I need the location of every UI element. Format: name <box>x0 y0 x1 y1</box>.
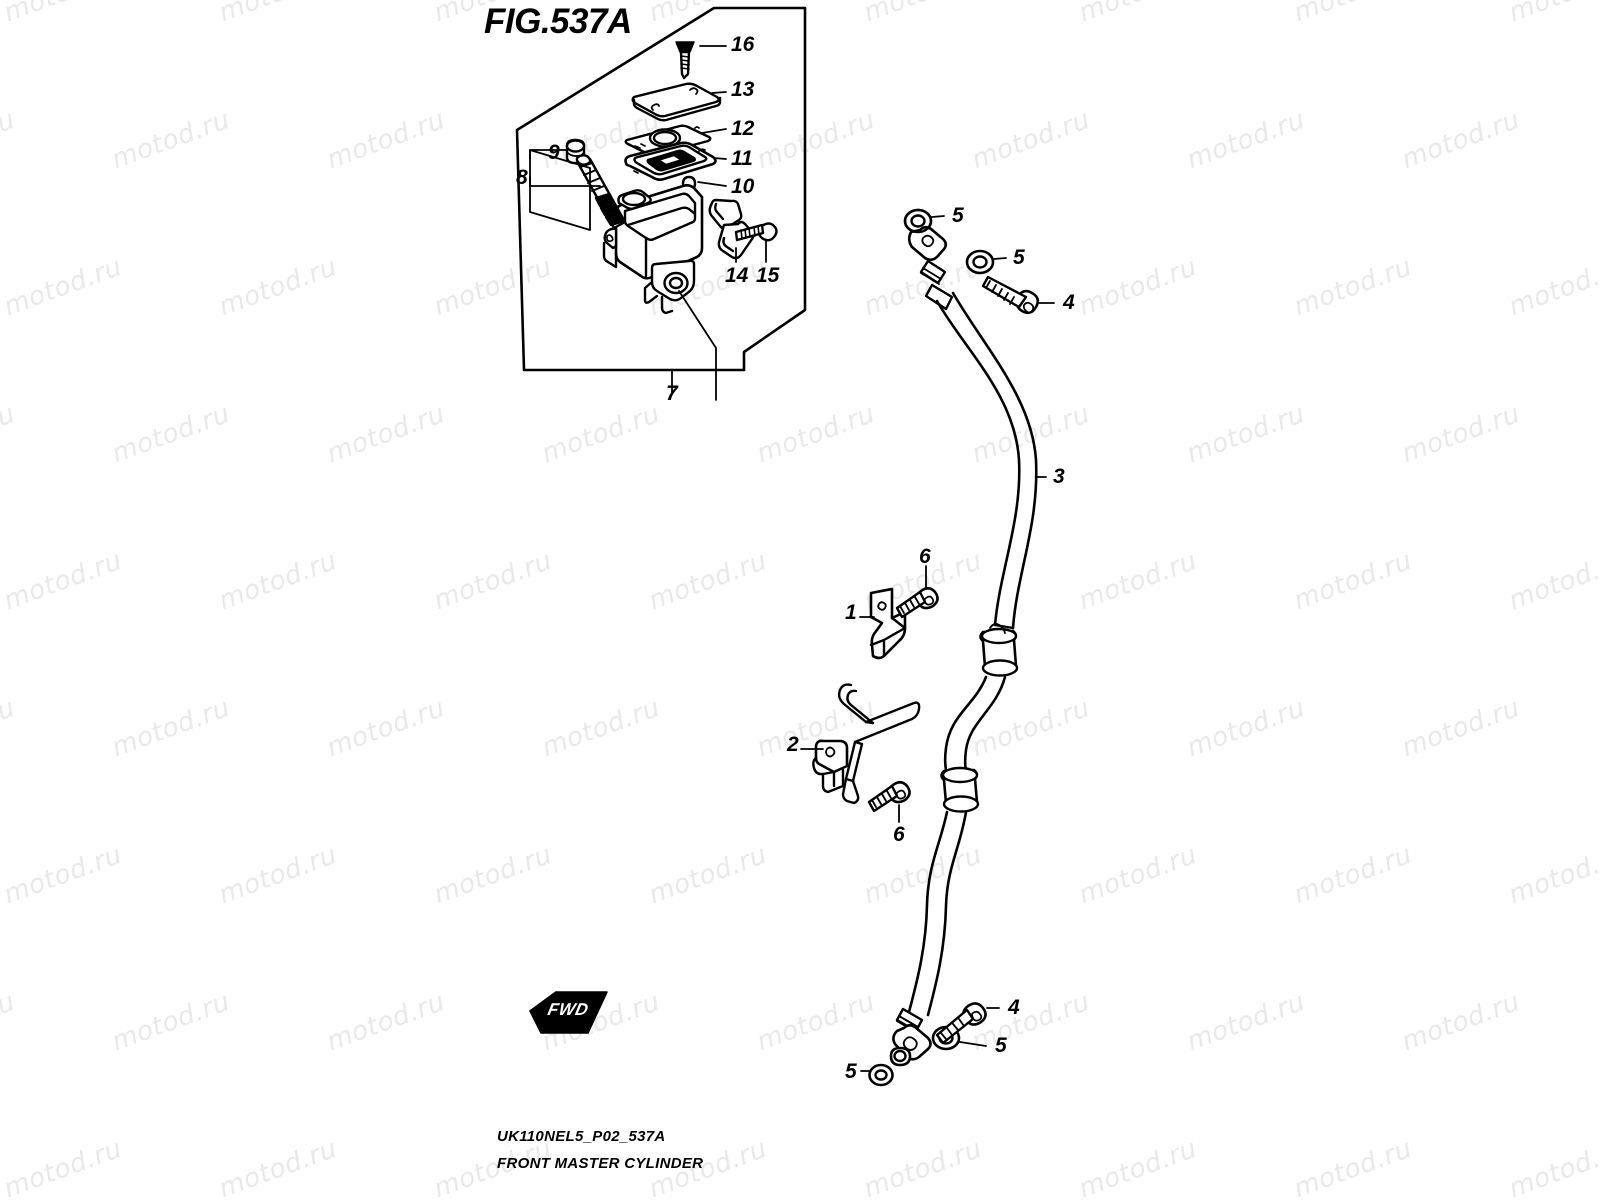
callout-12: 12 <box>731 117 755 140</box>
figure-title: FIG.537A <box>484 2 632 41</box>
callout-16: 16 <box>731 33 755 56</box>
callout-5-lower-inner: 5 <box>995 1034 1007 1057</box>
inset-hexagon-frame <box>515 6 807 372</box>
callout-4-lower: 4 <box>1008 996 1020 1019</box>
hose-upper-banjo <box>903 208 954 311</box>
part-5-gasket-upper-inner <box>965 249 995 275</box>
leader-5b <box>993 257 1007 260</box>
callout-6-upper: 6 <box>919 545 931 568</box>
callout-2: 2 <box>787 733 799 756</box>
part-7-master-cylinder-body <box>602 184 704 315</box>
callout-8: 8 <box>516 166 528 189</box>
callout-10: 10 <box>731 175 755 198</box>
part-5-gasket-lower-outer <box>868 1063 894 1087</box>
callout-15: 15 <box>756 264 780 287</box>
callout-9: 9 <box>548 141 560 164</box>
part-11-reservoir-diaphragm <box>624 141 717 181</box>
brake-hose-mid-segment-right <box>963 675 1007 783</box>
leader-12 <box>701 128 727 134</box>
brake-hose-lower-segment-left <box>907 810 949 1014</box>
part-6-bolt-lower <box>867 780 911 813</box>
hose-clamp-lower <box>940 766 980 813</box>
part-2-hose-clamp-wire-guide <box>812 683 921 805</box>
hose-clamp-upper <box>979 623 1019 677</box>
part-4-union-bolt-upper <box>981 275 1040 315</box>
callout-1: 1 <box>845 601 857 624</box>
callout-5-upper-outer: 5 <box>952 204 964 227</box>
brake-hose-upper-segment-edge <box>951 291 1038 630</box>
callout-5-lower-outer: 5 <box>845 1060 857 1083</box>
hose-lower-banjo <box>889 1007 932 1067</box>
callout-11: 11 <box>731 147 753 170</box>
caption-code: UK110NEL5_P02_537A <box>497 1128 666 1145</box>
fwd-arrow-label: FWD <box>546 1000 591 1019</box>
leader-10 <box>697 181 727 187</box>
caption-title: FRONT MASTER CYLINDER <box>497 1155 704 1172</box>
part-12-cap-plate <box>624 124 712 157</box>
leader-5a <box>931 215 945 218</box>
callout-13: 13 <box>731 78 755 101</box>
fwd-arrow-badge <box>529 991 608 1034</box>
part-15-holder-bolt <box>734 222 778 242</box>
part-13-reservoir-cap <box>631 82 722 122</box>
brake-hose-upper-segment <box>935 299 1021 627</box>
part-1-hose-guide-bracket <box>869 587 907 660</box>
part-5-gasket-upper-outer <box>903 208 933 234</box>
callout-14: 14 <box>725 264 749 287</box>
part-16-cap-screw <box>675 41 695 80</box>
callout-6-lower: 6 <box>893 823 905 846</box>
callout-7: 7 <box>666 382 678 405</box>
leader-5c <box>959 1041 987 1047</box>
callout-3: 3 <box>1053 465 1065 488</box>
leader-11 <box>713 157 727 160</box>
part-4-union-bolt-lower <box>935 1002 987 1045</box>
callout-4-upper: 4 <box>1063 291 1075 314</box>
leader-8-box <box>529 149 591 231</box>
leader-13 <box>711 91 727 94</box>
brake-hose-lower-segment-right <box>926 810 968 1017</box>
leader-7 <box>678 290 717 401</box>
callout-5-upper-inner: 5 <box>1013 246 1025 269</box>
part-6-bolt-upper <box>895 586 939 619</box>
